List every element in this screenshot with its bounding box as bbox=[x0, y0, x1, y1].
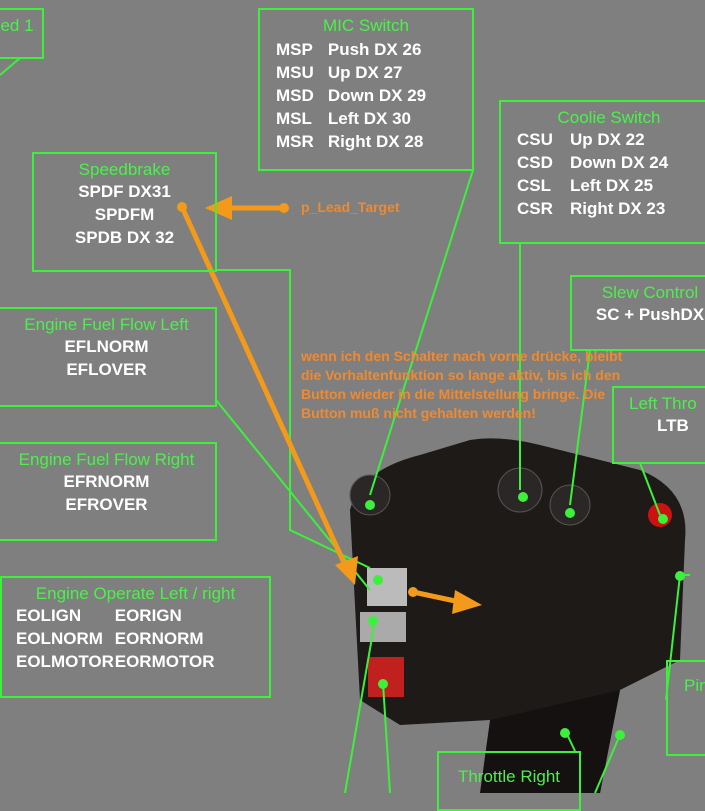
box-line: EFRNORM bbox=[63, 472, 150, 491]
box-cell: MSU bbox=[276, 63, 314, 82]
box-row: EOLNORM EORNORM bbox=[16, 627, 269, 650]
box-cell: EORNORM bbox=[114, 629, 204, 648]
fuel-flow-switch bbox=[360, 612, 406, 642]
box-cell: EOLIGN bbox=[16, 606, 82, 625]
marker-dots bbox=[365, 492, 685, 740]
box-cell: CSR bbox=[517, 199, 553, 218]
box-title: Coolie Switch bbox=[557, 108, 661, 127]
box-title: Speedbrake bbox=[78, 160, 171, 179]
box-title: Engine Fuel Flow Right bbox=[18, 450, 195, 469]
box-row: CSU Up DX 22 bbox=[517, 128, 705, 151]
engine-operate-switch bbox=[368, 657, 404, 697]
box-cell: CSD bbox=[517, 153, 553, 172]
throttle-right-box: Throttle Right bbox=[437, 751, 581, 811]
box-cell: CSU bbox=[517, 130, 553, 149]
engine-fuel-flow-right-box: Engine Fuel Flow Right EFRNORM EFROVER bbox=[0, 442, 217, 541]
box-cell: Up DX 27 bbox=[327, 63, 403, 82]
box-line: EFROVER bbox=[65, 495, 148, 514]
left-throttle-box: Left Thro LTB bbox=[612, 386, 705, 464]
box-title: Pin bbox=[684, 676, 705, 695]
box-title: ed 1 bbox=[0, 16, 34, 35]
box-top-left: ed 1 bbox=[0, 8, 44, 59]
box-line: SPDB DX 32 bbox=[74, 228, 175, 247]
speedbrake-box: Speedbrake SPDF DX31 SPDFM SPDB DX 32 bbox=[32, 152, 217, 272]
box-title: Engine Fuel Flow Left bbox=[24, 315, 189, 334]
annotation-note: wenn ich den Schalter nach vorne drücke,… bbox=[301, 348, 623, 421]
box-cell: Up DX 22 bbox=[569, 130, 645, 149]
box-cell: EORMOTOR bbox=[114, 652, 215, 671]
engine-operate-box: Engine Operate Left / right EOLIGN EORIGN… bbox=[0, 576, 271, 698]
mic-switch-box: MIC Switch MSP Push DX 26 MSU Up DX 27 MSD Do… bbox=[258, 8, 474, 171]
box-line: SPDF DX31 bbox=[78, 182, 171, 201]
slew-control-box: Slew Control SC + PushDX bbox=[570, 275, 705, 351]
box-cell: Down DX 24 bbox=[569, 153, 669, 172]
box-cell: EOLNORM bbox=[16, 629, 103, 648]
box-cell: Push DX 26 bbox=[327, 40, 422, 59]
box-row: MSD Down DX 29 bbox=[276, 84, 472, 107]
box-cell: Right DX 28 bbox=[327, 132, 424, 151]
box-cell: EORIGN bbox=[114, 606, 182, 625]
box-cell: EOLMOTOR bbox=[16, 652, 114, 671]
leader-lines bbox=[0, 57, 690, 793]
box-title: MIC Switch bbox=[323, 16, 409, 35]
box-cell: Left DX 30 bbox=[327, 109, 412, 128]
box-line: EFLNORM bbox=[64, 337, 149, 356]
box-row: CSL Left DX 25 bbox=[517, 174, 705, 197]
box-row: MSU Up DX 27 bbox=[276, 61, 472, 84]
box-cell: MSP bbox=[276, 40, 313, 59]
box-row: CSR Right DX 23 bbox=[517, 197, 705, 220]
speedbrake-switch bbox=[367, 568, 407, 606]
box-cell: Right DX 23 bbox=[569, 199, 666, 218]
box-row: MSL Left DX 30 bbox=[276, 107, 472, 130]
box-title: Throttle Right bbox=[457, 767, 561, 786]
box-row: MSP Push DX 26 bbox=[276, 38, 472, 61]
engine-fuel-flow-left-box: Engine Fuel Flow Left EFLNORM EFLOVER bbox=[0, 307, 217, 407]
box-title: Slew Control bbox=[601, 283, 699, 302]
box-row: MSR Right DX 28 bbox=[276, 130, 472, 153]
box-line: SPDFM bbox=[94, 205, 155, 224]
box-cell: CSL bbox=[517, 176, 551, 195]
box-title: Left Thro bbox=[629, 394, 697, 413]
box-row: EOLIGN EORIGN bbox=[16, 604, 269, 627]
box-row: CSD Down DX 24 bbox=[517, 151, 705, 174]
box-line: LTB bbox=[657, 416, 689, 435]
box-line: EFLOVER bbox=[66, 360, 147, 379]
box-cell: Left DX 25 bbox=[569, 176, 654, 195]
box-title: Engine Operate Left / right bbox=[35, 584, 236, 603]
pin-box: Pin bbox=[666, 660, 705, 756]
lead-target-label: p_Lead_Target bbox=[301, 199, 400, 215]
box-cell: MSD bbox=[276, 86, 314, 105]
box-line: SC + PushDX bbox=[595, 305, 705, 324]
box-cell: MSL bbox=[276, 109, 312, 128]
box-cell: MSR bbox=[276, 132, 314, 151]
orange-arrows bbox=[179, 196, 482, 614]
throttle-illustration bbox=[0, 57, 690, 793]
box-cell: Down DX 29 bbox=[327, 86, 427, 105]
